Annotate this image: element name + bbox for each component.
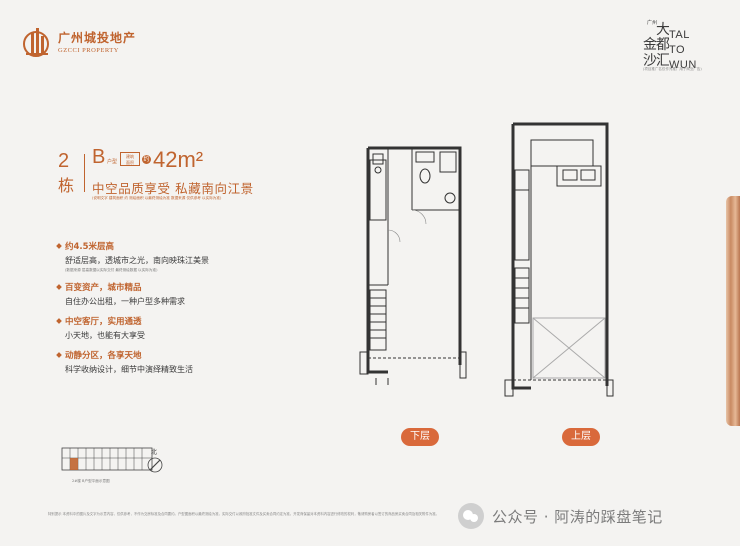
project-subtitle: (项目推广名仅作为推广用于商业广告) <box>643 67 702 71</box>
feature-title: 百变资产，城市精品 <box>65 283 142 293</box>
brand-logo: 广州城投地产 GZCCI PROPERTY <box>22 24 136 58</box>
building-unit: 栋 <box>58 176 75 195</box>
watermark-text: 公众号 · 阿涛的踩盘笔记 <box>492 507 663 526</box>
upper-floor-plan <box>495 118 620 408</box>
unit-type: B <box>92 146 106 168</box>
brand-name-en: GZCCI PROPERTY <box>58 46 119 54</box>
feature-item: 动静分区，各享天地 科学收纳设计，细节中演绎精致生活 <box>56 349 297 375</box>
north-label: 北 <box>151 448 157 456</box>
feature-desc: 自住办公出租，一种户型多种需求 <box>65 297 185 306</box>
diamond-bullet-icon <box>56 318 62 324</box>
area-label: 建筑 面积 <box>120 152 140 166</box>
project-char-hui: 汇 <box>656 53 669 66</box>
key-plan-label: 2#楼 B户型平面示意图 <box>72 479 110 483</box>
building-number: 2 <box>58 150 70 172</box>
feature-desc: 舒适层高，透城市之光，南向映珠江美景 <box>65 256 209 265</box>
lower-floor-button[interactable]: 下层 <box>401 428 439 446</box>
decorative-copper-strip <box>726 196 740 426</box>
heading-divider <box>84 154 85 192</box>
project-logo: 广州 金 沙 大 都 汇 TAL TO WUN (项目推广名仅作为推广用于商业广… <box>643 18 703 72</box>
diamond-bullet-icon <box>56 284 62 290</box>
project-en-line-1: TAL <box>669 29 690 41</box>
feature-item: 中空客厅，实用通透 小天地，也能有大享受 <box>56 315 297 341</box>
upper-floor-button[interactable]: 上层 <box>562 428 600 446</box>
project-char-da: 大 <box>656 22 669 38</box>
project-en-line-2: TO <box>669 44 686 56</box>
feature-item: 约4.5米层高 舒适层高，透城市之光，南向映珠江美景 (数据来源 层高数据以实际… <box>56 240 297 273</box>
project-name-small: 广州 <box>647 19 657 26</box>
brand-logo-icon <box>22 24 52 58</box>
project-char-sha: 沙 <box>643 53 657 66</box>
watermark: 公众号 · 阿涛的踩盘笔记 <box>458 503 663 529</box>
north-compass-icon: 北 <box>146 447 166 479</box>
disclaimer-text: 特别提示 本资料中的图片及文字为示意内容，仅供参考，不作为交房标准及合同要约。户… <box>48 512 439 516</box>
feature-title: 约4.5米层高 <box>65 242 115 252</box>
brand-name-cn: 广州城投地产 <box>58 30 137 45</box>
area-label-line-2: 面积 <box>126 160 134 165</box>
slogan-note: (说明文字 建筑面积 约 测绘面积 以最终测绘为准 数据来源 仅供参考 以实际为… <box>92 196 222 200</box>
feature-item: 百变资产，城市精品 自住办公出租，一种户型多种需求 <box>56 281 297 307</box>
project-en-line-3: WUN <box>669 59 697 71</box>
wechat-account-icon <box>458 503 484 529</box>
unit-type-suffix: 户型 <box>107 159 118 165</box>
slogan: 中空品质享受 私藏南向江景 <box>92 181 254 196</box>
feature-title: 中空客厅，实用通透 <box>65 317 142 327</box>
feature-desc: 小天地，也能有大享受 <box>65 331 145 340</box>
diamond-bullet-icon <box>56 352 62 358</box>
project-char-du: 都 <box>656 37 669 53</box>
diamond-bullet-icon <box>56 243 62 249</box>
feature-list: 约4.5米层高 舒适层高，透城市之光，南向映珠江美景 (数据来源 层高数据以实际… <box>56 240 297 383</box>
project-char-jin: 金 <box>643 37 657 53</box>
approx-badge: 约 <box>142 155 151 164</box>
area-value: 42m² <box>153 147 204 172</box>
feature-title: 动静分区，各享天地 <box>65 351 142 361</box>
feature-note: (数据来源 层高数据以实际交付 最终测绘数据 以实际为准) <box>65 268 158 272</box>
area-label-line-1: 建筑 <box>126 154 134 159</box>
feature-desc: 科学收纳设计，细节中演绎精致生活 <box>65 365 193 374</box>
lower-floor-plan <box>340 140 470 390</box>
